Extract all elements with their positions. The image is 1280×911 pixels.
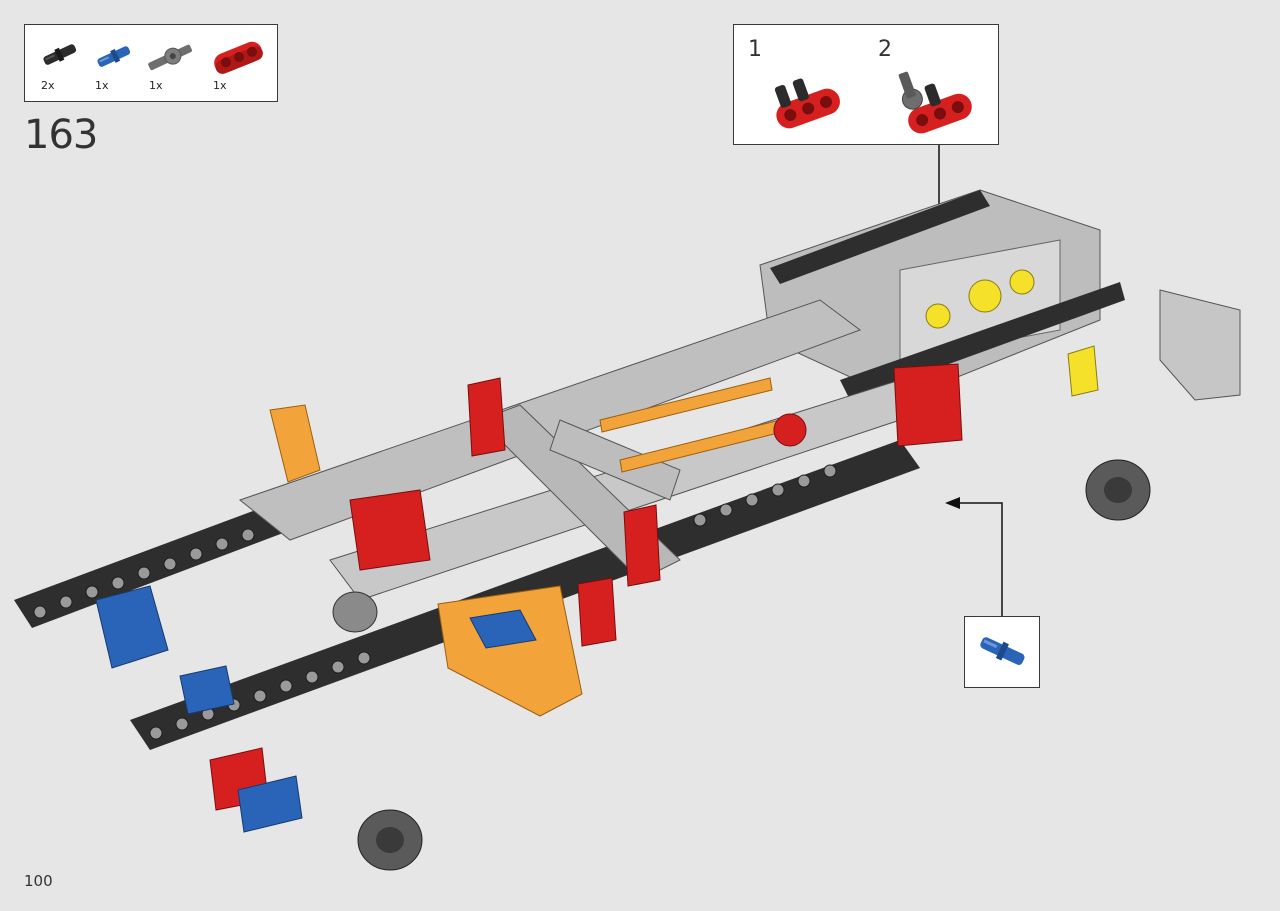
sub-step-2: 2: [874, 35, 994, 140]
black-pin-icon: [43, 44, 77, 65]
part-blue-axle-pin: 1x: [89, 35, 149, 97]
beam-holes: [33, 464, 837, 740]
gray-axle-connector-icon: [148, 44, 192, 71]
part-quantity: 2x: [41, 79, 55, 92]
part-quantity: 1x: [95, 79, 109, 92]
sub-assembly-callout: 1 2: [733, 24, 999, 145]
part-quantity: 1x: [213, 79, 227, 92]
blue-axle-pin-icon: [980, 637, 1025, 665]
parts-list: 2x 1x 1x: [24, 24, 278, 102]
red-liftarm-with-pins-icon: [774, 78, 840, 129]
page-number: 100: [24, 872, 53, 890]
detail-callout: [964, 616, 1040, 688]
blue-parts: [95, 585, 537, 833]
wheel-hubs: [332, 459, 1151, 871]
sub-step-1: 1: [744, 35, 864, 140]
red-liftarm-with-connector-icon: [898, 71, 972, 134]
part-gray-axle-connector: 1x: [143, 35, 203, 97]
red-parts: [209, 363, 963, 811]
part-quantity: 1x: [149, 79, 163, 92]
yellow-parts: [1067, 345, 1099, 397]
part-red-liftarm: 1x: [207, 35, 267, 97]
red-liftarm-icon: [214, 41, 263, 74]
engine-block: [759, 189, 1241, 401]
step-number: 163: [24, 112, 98, 158]
blue-axle-pin-icon: [97, 46, 131, 67]
sub-step-number: 1: [748, 37, 762, 62]
sub-step-number: 2: [878, 37, 892, 62]
part-black-pin: 2x: [35, 35, 95, 97]
